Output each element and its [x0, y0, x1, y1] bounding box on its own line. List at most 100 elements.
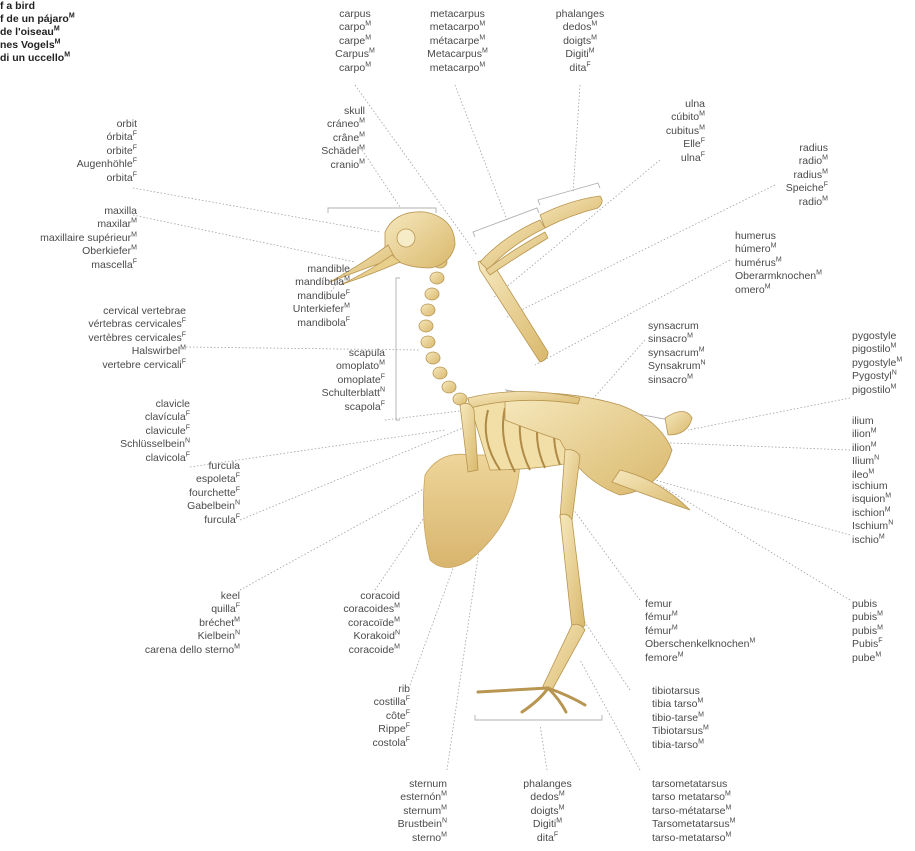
gender-marker: N: [380, 387, 385, 394]
gender-marker: M: [726, 831, 732, 838]
keel-term-3: KielbeinN: [40, 630, 240, 643]
gender-marker: N: [442, 818, 447, 825]
gender-marker: M: [479, 61, 485, 68]
gender-marker: M: [875, 651, 881, 658]
furcula-term-3: GabelbeinN: [120, 500, 240, 513]
gender-marker: M: [589, 48, 595, 55]
gender-marker: M: [131, 218, 137, 225]
gender-marker: M: [885, 493, 891, 500]
ischium-term-3: IschiumN: [852, 520, 915, 533]
orbit-term-3: AugenhöhleF: [25, 158, 137, 171]
gender-marker: F: [236, 513, 240, 520]
phalanges-bottom-term-4: ditaF: [495, 832, 600, 845]
label-mandible: mandiblemandíbulaMmandibuleFUnterkieferM…: [220, 263, 350, 330]
gender-marker: N: [395, 630, 400, 637]
pygostyle-term-2: pygostyleM: [852, 357, 915, 370]
gender-marker: N: [701, 360, 706, 367]
ischium-term-4: ischioM: [852, 534, 915, 547]
gender-marker: M: [822, 195, 828, 202]
figure-title: f a bird f de un pájaroM de l'oiseauM ne…: [0, 0, 75, 65]
coracoid-term-3: KorakoidN: [280, 630, 400, 643]
gender-marker: M: [678, 651, 684, 658]
gender-marker: F: [586, 61, 590, 68]
gender-marker: M: [359, 145, 365, 152]
carpus-term-1: carpoM: [305, 21, 405, 34]
label-pygostyle: pygostylepigostiloMpygostyleMPygostylNpi…: [852, 330, 915, 397]
rib-term-4: costolaF: [300, 737, 410, 750]
gender-marker: M: [749, 638, 755, 645]
gender-marker: M: [359, 158, 365, 165]
gender-marker: M: [699, 124, 705, 131]
gender-marker: F: [133, 171, 137, 178]
gender-marker: M: [879, 533, 885, 540]
metacarpus-term-2: métacarpeM: [405, 35, 510, 48]
gender-marker: M: [441, 804, 447, 811]
carpus-term-4: carpoM: [305, 62, 405, 75]
phalanges-top-term-1: dedosM: [530, 21, 630, 34]
sternum-term-1: esternónM: [320, 791, 447, 804]
gender-marker: M: [394, 643, 400, 650]
tarsometatarsus-term-1: tarso metatarsoM: [652, 791, 802, 804]
gender-marker: M: [359, 131, 365, 138]
gender-marker: F: [346, 316, 350, 323]
synsacrum-term-0: synsacrum: [648, 320, 758, 333]
gender-marker: F: [824, 182, 828, 189]
ilium-term-2: ilionM: [852, 442, 915, 455]
coracoid-term-2: coracoïdeM: [280, 617, 400, 630]
carpus-term-2: carpeM: [305, 35, 405, 48]
keel-term-1: quillaF: [40, 603, 240, 616]
metacarpus-term-4: metacarpoM: [405, 62, 510, 75]
maxilla-term-1: maxilarM: [2, 218, 137, 231]
gender-marker: N: [888, 520, 893, 527]
ischium-term-2: ischionM: [852, 507, 915, 520]
cervical-term-4: vertebre cervicaliF: [2, 359, 186, 372]
femur-term-3: OberschenkelknochenM: [645, 638, 795, 651]
gender-marker: N: [185, 438, 190, 445]
sternum-term-2: sternumM: [320, 805, 447, 818]
gender-marker: M: [344, 303, 350, 310]
tarsometatarsus-term-3: TarsometatarsusM: [652, 818, 802, 831]
mandible-term-2: mandibuleF: [220, 290, 350, 303]
gender-marker: M: [559, 791, 565, 798]
gender-marker: F: [381, 400, 385, 407]
synsacrum-term-2: synsacrumM: [648, 347, 758, 360]
furcula-term-4: furculaF: [120, 514, 240, 527]
gender-marker: F: [406, 723, 410, 730]
orbit-term-4: orbitaF: [25, 172, 137, 185]
gender-marker: M: [591, 34, 597, 41]
pubis-term-3: PubisF: [852, 638, 915, 651]
gender-marker: M: [482, 48, 488, 55]
cervical-term-0: cervical vertebrae: [2, 305, 186, 318]
gender-marker: M: [394, 603, 400, 610]
gender-marker: F: [236, 603, 240, 610]
gender-marker: M: [234, 616, 240, 623]
mandible-term-4: mandibolaF: [220, 317, 350, 330]
humerus-term-3: OberarmknochenM: [735, 270, 885, 283]
label-clavicle: clavicleclavículaFclaviculeFSchlüsselbei…: [70, 398, 190, 465]
scapula-term-4: scapolaF: [285, 401, 385, 414]
radius-term-2: radiusM: [720, 169, 828, 182]
phalanges-bottom-term-3: DigitiM: [495, 818, 600, 831]
ulna-term-3: ElleF: [600, 138, 705, 151]
rib-term-1: costillaF: [300, 696, 410, 709]
tibiotarsus-term-2: tibio-tarseM: [652, 712, 782, 725]
pygostyle-term-3: PygostylN: [852, 370, 915, 383]
gender-marker: M: [559, 804, 565, 811]
title-line-fr: de l'oiseauM: [0, 26, 75, 39]
label-radius: radiusradioMradiusMSpeicheFradioM: [720, 142, 828, 209]
gender-marker: F: [381, 373, 385, 380]
cervical-term-3: HalswirbelM: [2, 345, 186, 358]
gender-marker: M: [365, 34, 371, 41]
scapula-term-3: SchulterblattN: [285, 387, 385, 400]
ischium-term-1: isquionM: [852, 493, 915, 506]
tibiotarsus-term-1: tibia tarsoM: [652, 698, 782, 711]
gender-marker: M: [672, 611, 678, 618]
radius-term-3: SpeicheF: [720, 182, 828, 195]
label-rib: ribcostillaFcôteFRippeFcostolaF: [300, 683, 410, 750]
furcula-term-1: espoletaF: [120, 473, 240, 486]
